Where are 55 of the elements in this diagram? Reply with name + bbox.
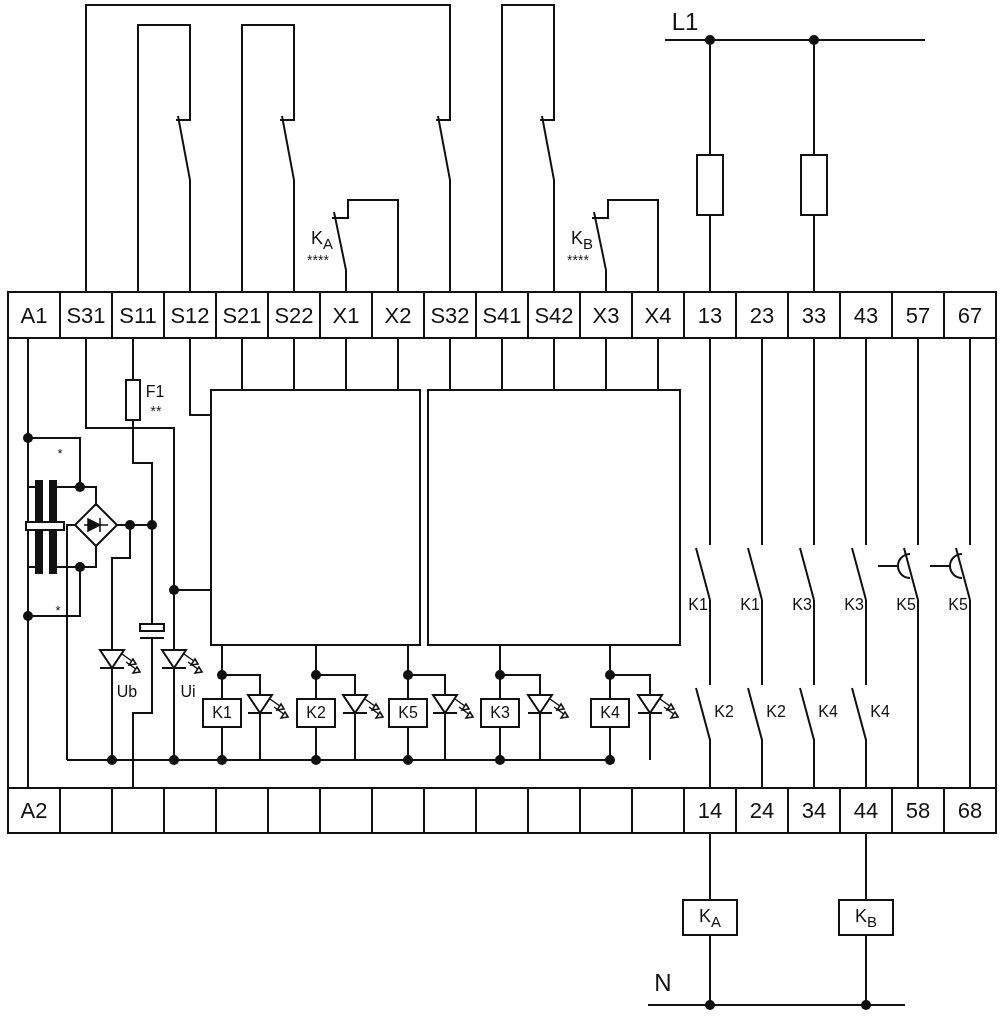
terminal-label: 33 (801, 305, 827, 327)
terminal-label: S31 (66, 305, 106, 327)
terminal-label: X3 (592, 305, 620, 327)
terminal-label: S11 (119, 305, 157, 327)
led-label: Ui (180, 684, 196, 700)
terminal-label: S41 (482, 305, 522, 327)
terminal-label: 58 (905, 800, 931, 822)
terminal-label: 57 (905, 305, 931, 327)
coil-label: K$_{A}$ (699, 907, 721, 929)
terminal-label: 24 (749, 800, 775, 822)
terminal-label: X2 (384, 305, 412, 327)
contact-label: K$_{A}$ (311, 229, 333, 251)
contact-label: K5 (948, 597, 968, 613)
coil-label: K1 (212, 705, 232, 721)
terminal-label: A2 (20, 800, 48, 822)
contact-label: K1 (740, 597, 760, 613)
coil-label: K4 (600, 705, 620, 721)
contact-label: K3 (844, 597, 864, 613)
terminal-label: S22 (274, 305, 314, 327)
terminal-label: S12 (170, 305, 210, 327)
terminal-label: 14 (697, 800, 723, 822)
contact-label: K$_{B}$ (571, 229, 593, 251)
contact-label: K4 (870, 704, 890, 720)
terminal-label: 13 (697, 305, 723, 327)
led-label: Ub (116, 684, 138, 700)
footnote-mark: ** (150, 404, 162, 418)
coil-label: K3 (490, 705, 510, 721)
contact-label: K5 (896, 597, 916, 613)
terminal-label: 43 (853, 305, 879, 327)
contact-label: K2 (766, 704, 786, 720)
coil-label: K$_{B}$ (855, 907, 877, 929)
contact-label: K4 (818, 704, 838, 720)
supply-label: L1 (671, 10, 699, 34)
contact-label: K2 (714, 704, 734, 720)
terminal-label: 68 (957, 800, 983, 822)
terminal-label: 34 (801, 800, 827, 822)
fuse-label: F1 (145, 384, 165, 400)
terminal-label: 67 (957, 305, 983, 327)
footnote-mark: **** (307, 253, 329, 267)
footnote-mark: * (57, 446, 63, 460)
terminal-label: S32 (430, 305, 470, 327)
coil-label: K5 (398, 705, 418, 721)
footnote-mark: **** (567, 253, 589, 267)
footnote-mark: * (55, 603, 61, 617)
terminal-label: S21 (222, 305, 262, 327)
contact-label: K1 (688, 597, 708, 613)
terminal-label: X4 (644, 305, 672, 327)
terminal-label: 23 (749, 305, 775, 327)
terminal-label: X1 (332, 305, 360, 327)
coil-label: K2 (306, 705, 326, 721)
terminal-label: A1 (20, 305, 48, 327)
terminal-label: 44 (853, 800, 879, 822)
supply-label: N (654, 971, 672, 995)
contact-label: K3 (792, 597, 812, 613)
terminal-label: S42 (534, 305, 574, 327)
